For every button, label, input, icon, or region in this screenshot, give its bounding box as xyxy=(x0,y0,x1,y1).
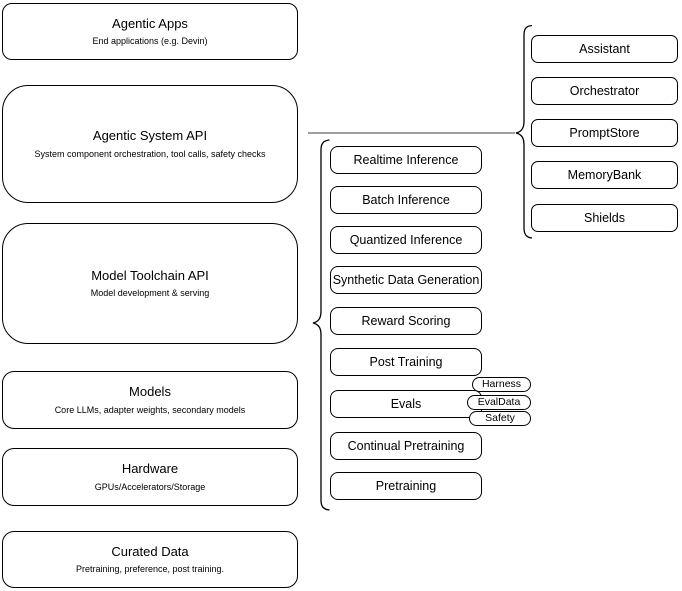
layer-box-agentic-apps: Agentic Apps End applications (e.g. Devi… xyxy=(2,3,298,60)
layer-box-agentic-system-api: Agentic System API System component orch… xyxy=(2,85,298,203)
layer-title: Agentic Apps xyxy=(112,15,188,31)
layer-title: Curated Data xyxy=(111,543,189,559)
toolchain-node-pretraining: Pretraining xyxy=(330,472,482,500)
layer-subtitle: Pretraining, preference, post training. xyxy=(75,564,225,575)
toolchain-node-reward-scoring: Reward Scoring xyxy=(330,307,482,335)
layer-box-model-toolchain-api: Model Toolchain API Model development & … xyxy=(2,223,298,344)
layer-subtitle: GPUs/Accelerators/Storage xyxy=(94,481,206,492)
toolchain-node-batch-inference: Batch Inference xyxy=(330,186,482,214)
layer-box-curated-data: Curated Data Pretraining, preference, po… xyxy=(2,531,298,588)
eval-pill-evaldata: EvalData xyxy=(467,395,531,410)
system-node-memorybank: MemoryBank xyxy=(531,161,678,189)
eval-pill-harness: Harness xyxy=(472,377,531,392)
toolchain-node-realtime-inference: Realtime Inference xyxy=(330,146,482,174)
system-node-shields: Shields xyxy=(531,204,678,232)
layer-subtitle: Model development & serving xyxy=(90,288,210,299)
toolchain-brace xyxy=(312,139,330,511)
system-brace xyxy=(515,24,533,239)
layer-subtitle: End applications (e.g. Devin) xyxy=(92,36,208,47)
system-node-promptstore: PromptStore xyxy=(531,119,678,147)
layer-subtitle: System component orchestration, tool cal… xyxy=(34,148,266,159)
layer-title: Hardware xyxy=(121,461,179,477)
toolchain-node-synthetic-data-generation: Synthetic Data Generation xyxy=(330,266,482,294)
layer-title: Agentic System API xyxy=(92,128,208,144)
system-node-orchestrator: Orchestrator xyxy=(531,77,678,105)
toolchain-node-quantized-inference: Quantized Inference xyxy=(330,226,482,254)
toolchain-node-post-training: Post Training xyxy=(330,348,482,376)
layer-subtitle: Core LLMs, adapter weights, secondary mo… xyxy=(54,404,246,415)
toolchain-node-evals: Evals xyxy=(330,390,482,418)
system-node-assistant: Assistant xyxy=(531,35,678,63)
toolchain-node-continual-pretraining: Continual Pretraining xyxy=(330,432,482,460)
layer-title: Model Toolchain API xyxy=(91,267,209,283)
eval-pill-safety: Safety xyxy=(469,411,531,426)
layer-box-models: Models Core LLMs, adapter weights, secon… xyxy=(2,371,298,429)
layer-title: Models xyxy=(129,384,171,400)
layer-box-hardware: Hardware GPUs/Accelerators/Storage xyxy=(2,448,298,506)
